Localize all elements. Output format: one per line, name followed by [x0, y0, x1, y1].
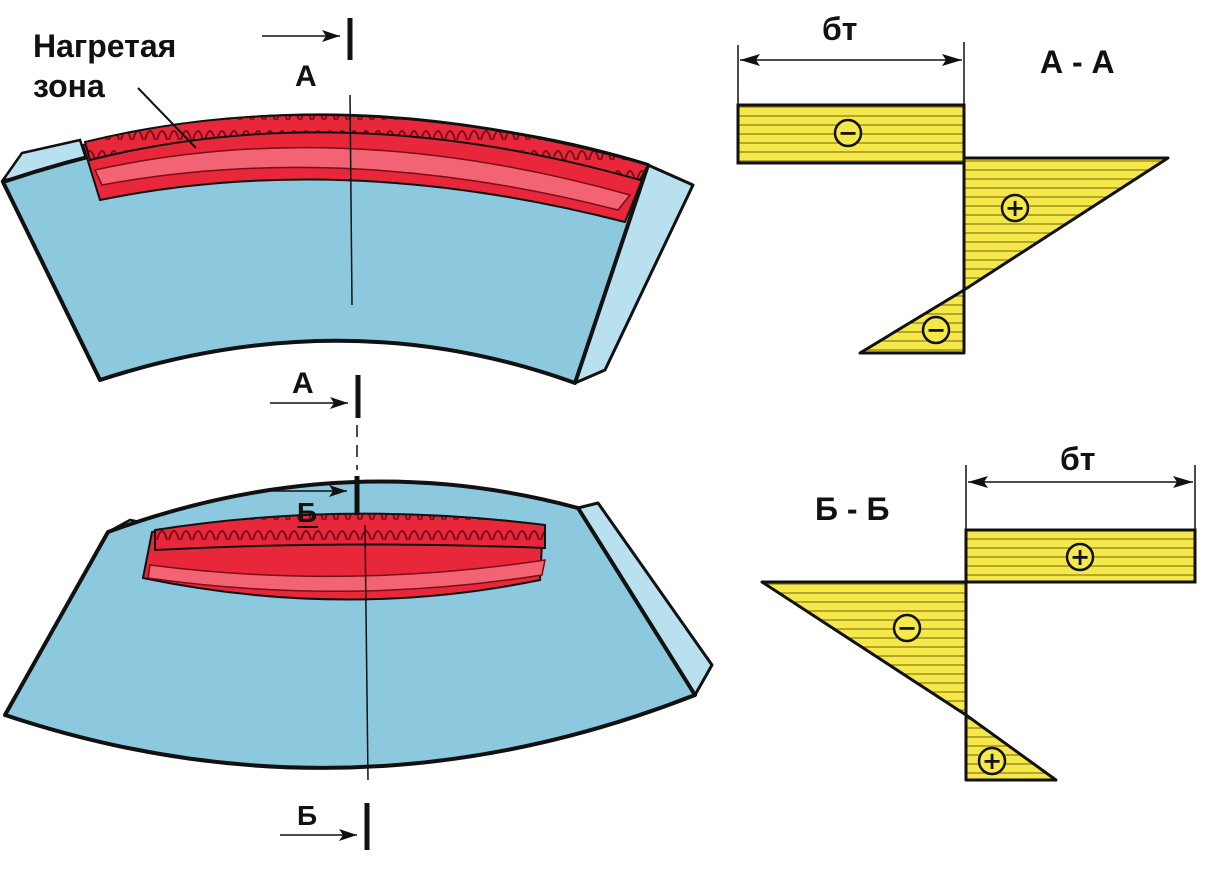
plate-bottom-section-line [364, 524, 369, 781]
aa-sign-bottom: − [921, 315, 951, 345]
cut-b-top-label: Б [297, 497, 317, 528]
plate-bottom-heated-inner [147, 559, 546, 593]
aa-sign-mid: + [1000, 193, 1030, 223]
cut-a-bottom-label: А [292, 367, 314, 400]
plate-top [0, 94, 695, 385]
stress-diagram-bb: Б - Б бт + − + [760, 441, 1197, 782]
svg-text:+: + [982, 747, 1002, 775]
bb-stress-tension-bottom [964, 713, 1058, 782]
bb-sign-bottom: + [977, 746, 1007, 776]
heated-zone-label-line1: Нагретая [33, 28, 176, 64]
cut-marker-b-top: Б [273, 476, 360, 528]
svg-text:−: − [838, 119, 858, 147]
section-aa-title: А - А [1040, 44, 1115, 80]
sigma-t-aa-label: бт [822, 11, 857, 47]
bb-stress-compression-mid [760, 580, 968, 717]
plate-top-heated-inner [93, 146, 632, 211]
cut-marker-a-bottom: А [270, 367, 361, 418]
plate-bottom [3, 479, 714, 781]
plate-top-weld-bead [83, 113, 650, 182]
svg-text:+: + [1005, 194, 1025, 222]
svg-text:+: + [1070, 543, 1090, 571]
plate-top-section-line [349, 94, 353, 306]
aa-stress-tension-mid [962, 156, 1170, 292]
section-bb-title: Б - Б [815, 491, 889, 527]
cut-b-bottom-label: Б [297, 800, 317, 831]
cut-a-top-label: А [295, 60, 317, 93]
stress-diagram-aa: А - А бт − + − [736, 11, 1170, 355]
svg-text:−: − [897, 614, 917, 642]
sigma-t-bb-label: бт [1060, 441, 1095, 477]
heated-zone-label-line2: зона [33, 68, 105, 104]
svg-text:−: − [926, 316, 946, 344]
bb-sign-mid: − [892, 613, 922, 643]
aa-stress-compression-bottom [858, 288, 966, 355]
cut-marker-b-bottom: Б [280, 800, 370, 850]
cut-marker-a-top: А [262, 18, 353, 93]
bb-sign-top: + [1065, 542, 1095, 572]
aa-sign-top: − [833, 118, 863, 148]
plate-bottom-weld-bead [154, 512, 546, 552]
heated-zone-leader [137, 87, 197, 149]
